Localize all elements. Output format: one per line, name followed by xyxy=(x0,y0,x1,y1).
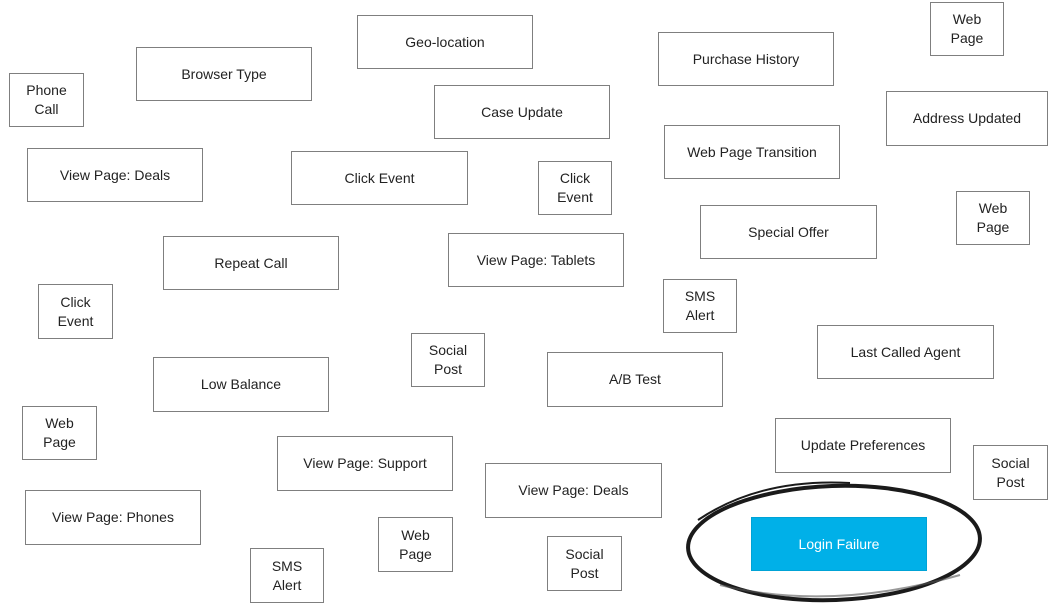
event-label: Geo-location xyxy=(405,33,485,50)
event-label: Low Balance xyxy=(200,376,282,392)
event-box-web-page-transition: Web Page Transition xyxy=(664,125,840,179)
event-box-case-update: Case Update xyxy=(434,85,610,139)
event-box-web-page: Web Page xyxy=(930,2,1004,56)
event-box-sms-alert: SMS Alert xyxy=(663,279,737,333)
event-box-web-page: Web Page xyxy=(22,406,97,460)
event-label: Last Called Agent xyxy=(850,343,961,360)
event-box-purchase-history: Purchase History xyxy=(658,32,834,86)
event-label: Web Page Transition xyxy=(687,143,817,160)
event-box-geo-location: Geo-location xyxy=(357,15,533,69)
event-label: Purchase History xyxy=(692,50,800,67)
event-label: Repeat Call xyxy=(214,254,288,271)
event-label: Web Page xyxy=(976,200,1010,235)
event-label: Click Event xyxy=(344,169,415,186)
event-box-click-event: Click Event xyxy=(38,284,113,339)
event-box-social-post: Social Post xyxy=(973,445,1048,500)
event-label: SMS Alert xyxy=(271,557,303,593)
event-box-low-balance: Low Balance xyxy=(153,357,329,412)
event-label: Update Preferences xyxy=(800,437,926,453)
event-box-view-page-tablets: View Page: Tablets xyxy=(448,233,624,287)
event-box-update-preferences: Update Preferences xyxy=(775,418,951,473)
event-label: Social Post xyxy=(991,454,1030,490)
event-label: A/B Test xyxy=(609,371,661,387)
event-box-view-page-deals: View Page: Deals xyxy=(27,148,203,202)
event-label: Browser Type xyxy=(181,65,267,82)
event-label: Web Page xyxy=(43,415,76,450)
event-box-click-event: Click Event xyxy=(538,161,612,215)
event-label: Special Offer xyxy=(748,223,829,240)
event-box-phone-call: Phone Call xyxy=(9,73,84,127)
event-label: Web Page xyxy=(950,11,984,46)
event-label: Click Event xyxy=(557,170,593,205)
event-box-web-page: Web Page xyxy=(956,191,1030,245)
event-box-click-event: Click Event xyxy=(291,151,468,205)
event-box-last-called-agent: Last Called Agent xyxy=(817,325,994,379)
event-label: Social Post xyxy=(565,545,604,581)
event-box-social-post: Social Post xyxy=(547,536,622,591)
event-label: Web Page xyxy=(399,526,432,562)
event-box-repeat-call: Repeat Call xyxy=(163,236,339,290)
event-label: View Page: Deals xyxy=(59,166,171,183)
event-label: Phone Call xyxy=(26,82,67,117)
event-box-ab-test: A/B Test xyxy=(547,352,723,407)
event-box-view-page-phones: View Page: Phones xyxy=(25,490,201,545)
event-box-view-page-support: View Page: Support xyxy=(277,436,453,491)
event-label: View Page: Tablets xyxy=(476,251,596,268)
event-box-social-post: Social Post xyxy=(411,333,485,387)
event-label: View Page: Support xyxy=(303,455,427,471)
event-box-browser-type: Browser Type xyxy=(136,47,312,101)
event-label: Click Event xyxy=(57,293,94,329)
event-box-address-updated: Address Updated xyxy=(886,91,1048,146)
event-box-web-page: Web Page xyxy=(378,517,453,572)
event-label: Address Updated xyxy=(912,110,1022,126)
event-box-login-failure: Login Failure xyxy=(751,517,927,571)
event-box-view-page-deals: View Page: Deals xyxy=(485,463,662,518)
event-label: Social Post xyxy=(428,342,468,377)
event-box-special-offer: Special Offer xyxy=(700,205,877,259)
event-label: Login Failure xyxy=(798,535,880,552)
event-label: SMS Alert xyxy=(684,288,716,323)
event-label: View Page: Deals xyxy=(518,482,629,498)
event-box-sms-alert: SMS Alert xyxy=(250,548,324,603)
event-label: View Page: Phones xyxy=(52,509,174,525)
event-label: Case Update xyxy=(481,103,563,120)
